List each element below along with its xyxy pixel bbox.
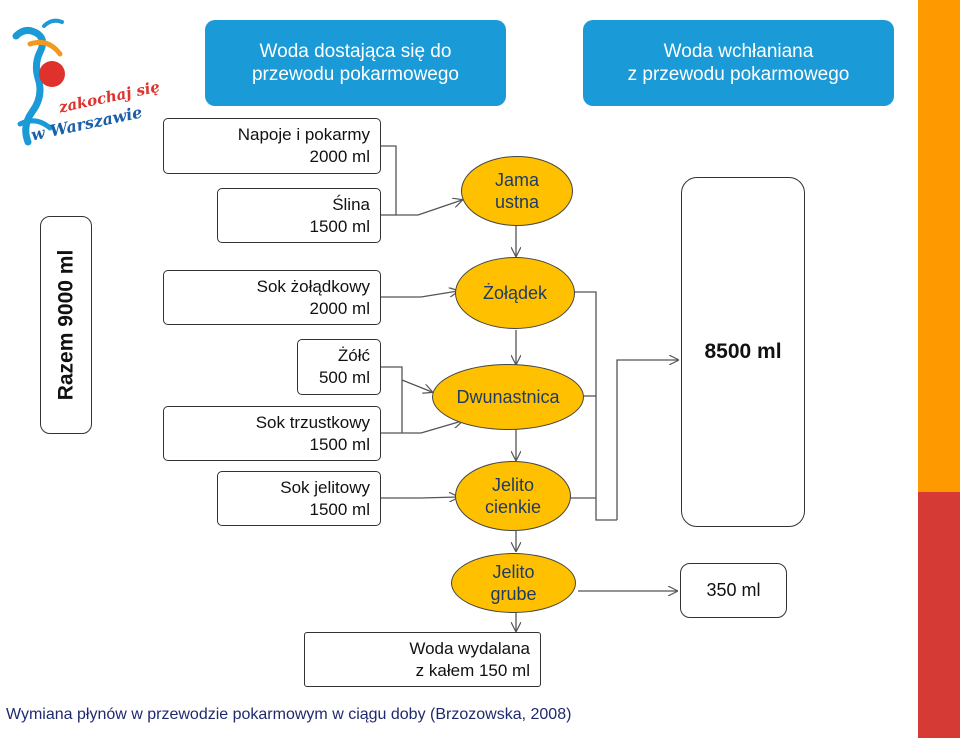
organ-line-2: grube <box>490 584 537 604</box>
excreted-line-2: z kałem 150 ml <box>415 660 530 680</box>
source-amount: 1500 ml <box>309 434 370 454</box>
arrow-to-jama <box>417 200 462 216</box>
source-sok-jelitowy: Sok jelitowy 1500 ml <box>217 471 381 526</box>
source-name: Sok jelitowy <box>280 477 370 497</box>
source-napoje: Napoje i pokarmy 2000 ml <box>163 118 381 174</box>
connector-napoje <box>367 145 418 216</box>
source-slina: Ślina 1500 ml <box>217 188 381 243</box>
absorbed-350-label: 350 ml <box>706 580 761 600</box>
connector-absorption-bus <box>568 291 617 521</box>
source-amount: 1500 ml <box>309 216 370 236</box>
logo-mermaid-icon <box>12 18 65 146</box>
arrow-zolc-dwunastnica <box>401 379 432 392</box>
source-name: Żółć <box>337 346 370 365</box>
header-absorbed-line-2: z przewodu pokarmowego <box>627 64 850 85</box>
source-name: Ślina <box>332 194 370 214</box>
source-sok-zoladkowy: Sok żołądkowy 2000 ml <box>163 270 381 325</box>
excreted-box: Woda wydalana z kałem 150 ml <box>304 632 541 687</box>
organ-line-1: Jama <box>494 170 539 190</box>
organ-jelito-grube: Jelito grube <box>451 553 576 613</box>
absorbed-8500-box: 8500 ml <box>681 177 805 527</box>
source-zolc: Żółć 500 ml <box>297 339 381 395</box>
header-intake-line-1: Woda dostająca się do <box>259 41 452 62</box>
caption: Wymiana płynów w przewodzie pokarmowym w… <box>6 706 572 723</box>
arrow-to-jelito-cienkie <box>381 497 458 498</box>
organ-line-2: ustna <box>494 192 540 212</box>
source-amount: 1500 ml <box>309 499 370 519</box>
flow-connectors <box>367 145 918 738</box>
absorbed-8500-label: 8500 ml <box>704 340 782 363</box>
red-stripe <box>918 492 960 738</box>
header-intake-line-2: przewodu pokarmowego <box>251 64 459 85</box>
organ-dwunastnica: Dwunastnica <box>432 364 584 430</box>
organ-jama-ustna: Jama ustna <box>461 156 573 226</box>
organ-zoladek: Żołądek <box>455 257 575 329</box>
source-sok-trzustkowy: Sok trzustkowy 1500 ml <box>163 406 381 461</box>
source-amount: 2000 ml <box>309 298 370 318</box>
total-box: Razem 9000 ml <box>40 216 92 434</box>
excreted-line-1: Woda wydalana <box>409 638 530 658</box>
organ-line-1: Jelito <box>491 475 535 495</box>
orange-stripe <box>918 0 960 492</box>
source-name: Sok trzustkowy <box>255 412 370 432</box>
source-name: Napoje i pokarmy <box>237 125 370 144</box>
source-amount: 2000 ml <box>309 147 370 166</box>
organ-jelito-cienkie: Jelito cienkie <box>455 461 571 531</box>
logo: zakochaj się w Warszawie <box>0 14 161 174</box>
arrow-to-zoladek <box>381 291 458 298</box>
organ-line-2: cienkie <box>484 497 542 517</box>
arrow-to-8500 <box>616 360 678 520</box>
arrow-trzustka-dwunastnica <box>420 421 462 434</box>
absorbed-350-box: 350 ml <box>680 563 787 618</box>
header-absorbed-line-1: Woda wchłaniana <box>663 41 814 62</box>
connector-zolc <box>381 366 403 433</box>
organ-line-1: Jelito <box>492 562 535 582</box>
header-absorbed: Woda wchłaniana z przewodu pokarmowego <box>583 20 894 106</box>
organ-line-1: Dwunastnica <box>456 387 560 407</box>
header-intake: Woda dostająca się do przewodu pokarmowe… <box>205 20 506 106</box>
organ-line-1: Żołądek <box>482 283 548 303</box>
source-amount: 500 ml <box>318 368 370 387</box>
source-name: Sok żołądkowy <box>256 276 370 296</box>
